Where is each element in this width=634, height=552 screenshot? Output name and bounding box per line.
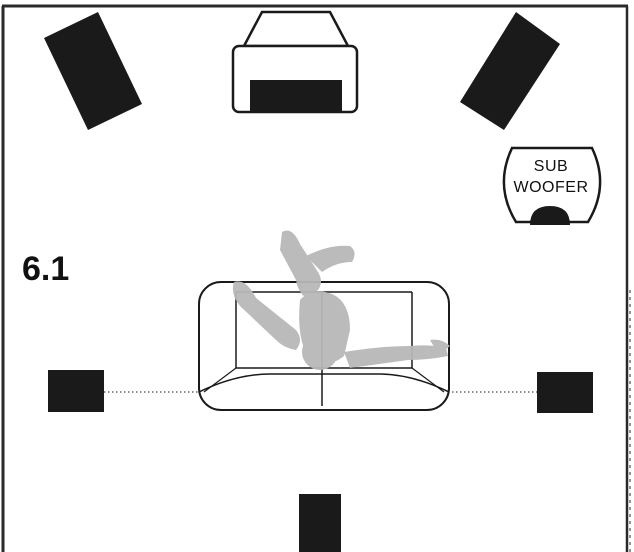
rear-center-speaker-icon — [299, 494, 341, 552]
tv-center-speaker-icon — [231, 10, 359, 114]
subwoofer-icon: SUB WOOFER — [502, 146, 602, 225]
listener-icon — [232, 230, 450, 370]
front-left-speaker-icon — [44, 12, 142, 130]
surround-left-speaker-icon — [48, 370, 104, 412]
subwoofer-label-line2: WOOFER — [514, 179, 589, 196]
room-frame — [1, 4, 631, 552]
layout-title: 6.1 — [22, 250, 69, 288]
surround-right-speaker-icon — [537, 372, 593, 413]
front-right-speaker-icon — [460, 12, 560, 130]
subwoofer-label-line1: SUB — [534, 158, 568, 175]
